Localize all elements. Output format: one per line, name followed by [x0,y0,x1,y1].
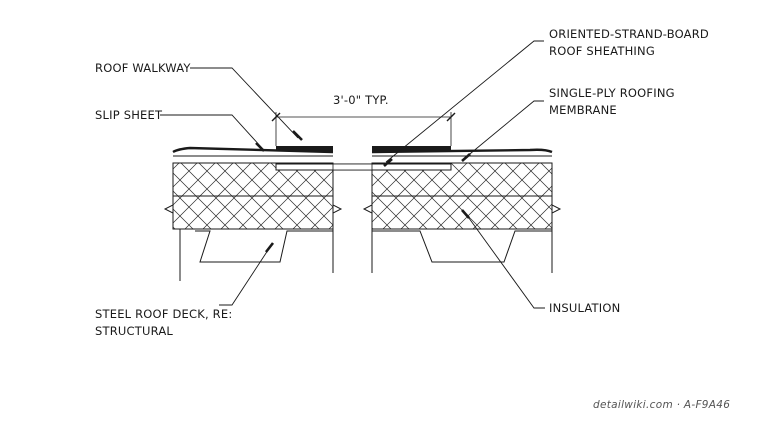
label-roof-walkway: ROOF WALKWAY [95,61,191,75]
insulation-layer-lower-right [371,195,553,230]
break-line-right-outer [551,163,562,229]
dimension-label: 3'-0" TYP. [333,93,389,107]
break-line-left-inner [332,163,343,229]
label-steel-deck-line2: STRUCTURAL [95,324,173,338]
steel-deck-left [179,228,334,273]
label-osb-line1: ORIENTED-STRAND-BOARD [549,27,709,41]
watermark: detailwiki.com · A-F9A46 [593,399,730,411]
osb-sheathing-core [332,163,373,171]
break-line-right-inner [362,163,373,229]
label-single-ply-line1: SINGLE-PLY ROOFING [549,86,675,100]
steel-deck-right [371,228,553,273]
walkway-pad-left [276,146,333,151]
leader-lines [160,40,545,309]
label-steel-deck-line1: STEEL ROOF DECK, RE: [95,307,232,321]
label-osb-line2: ROOF SHEATHING [549,44,655,58]
label-slip-sheet: SLIP SHEET [95,108,163,122]
label-single-ply-line2: MEMBRANE [549,103,617,117]
walkway-pad-right [372,146,451,151]
membrane-left [172,146,334,154]
break-line-left-outer [163,163,174,229]
label-insulation: INSULATION [549,301,620,315]
membrane-right [371,148,553,154]
dimension-3ft-typ [271,112,456,146]
insulation-layer-lower-left [172,195,334,230]
